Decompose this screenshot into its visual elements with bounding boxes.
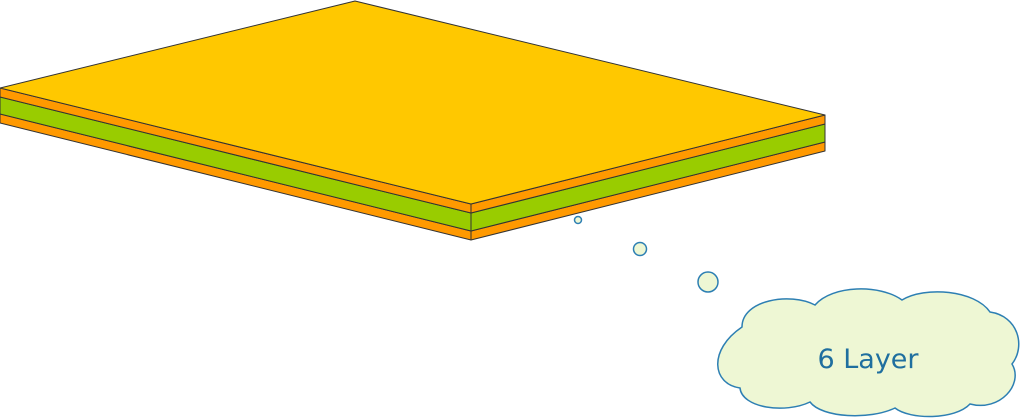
cloud-callout: 6 Layer (717, 288, 1020, 418)
callout-label: 6 Layer (817, 344, 919, 375)
thought-bubbles (573, 215, 719, 293)
cloud-shape (717, 288, 1020, 418)
thought-bubble-large (697, 271, 719, 293)
pcb-board (0, 0, 826, 241)
thought-bubble-small (573, 215, 583, 225)
board-top-face (0, 0, 826, 205)
thought-bubble-medium (632, 241, 648, 257)
